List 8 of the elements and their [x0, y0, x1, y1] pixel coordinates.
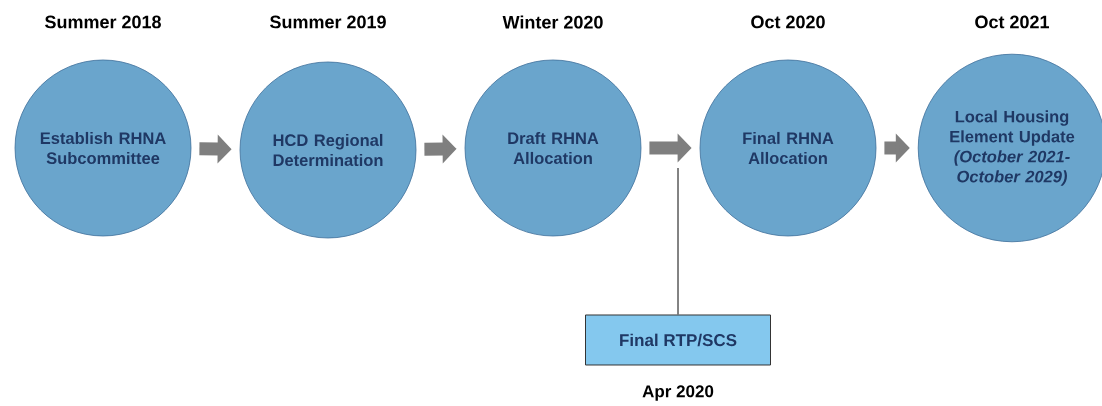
milestone-box: Final RTP/SCS — [585, 314, 771, 366]
date-heading: Winter 2020 — [502, 15, 603, 29]
date-heading: Oct 2020 — [751, 15, 825, 29]
date-label: Apr 2020 — [642, 385, 714, 401]
date-heading: Summer 2019 — [270, 15, 386, 29]
date-heading: Summer 2018 — [45, 15, 161, 29]
date-heading: Oct 2021 — [975, 15, 1049, 29]
connector-line — [677, 167, 679, 316]
